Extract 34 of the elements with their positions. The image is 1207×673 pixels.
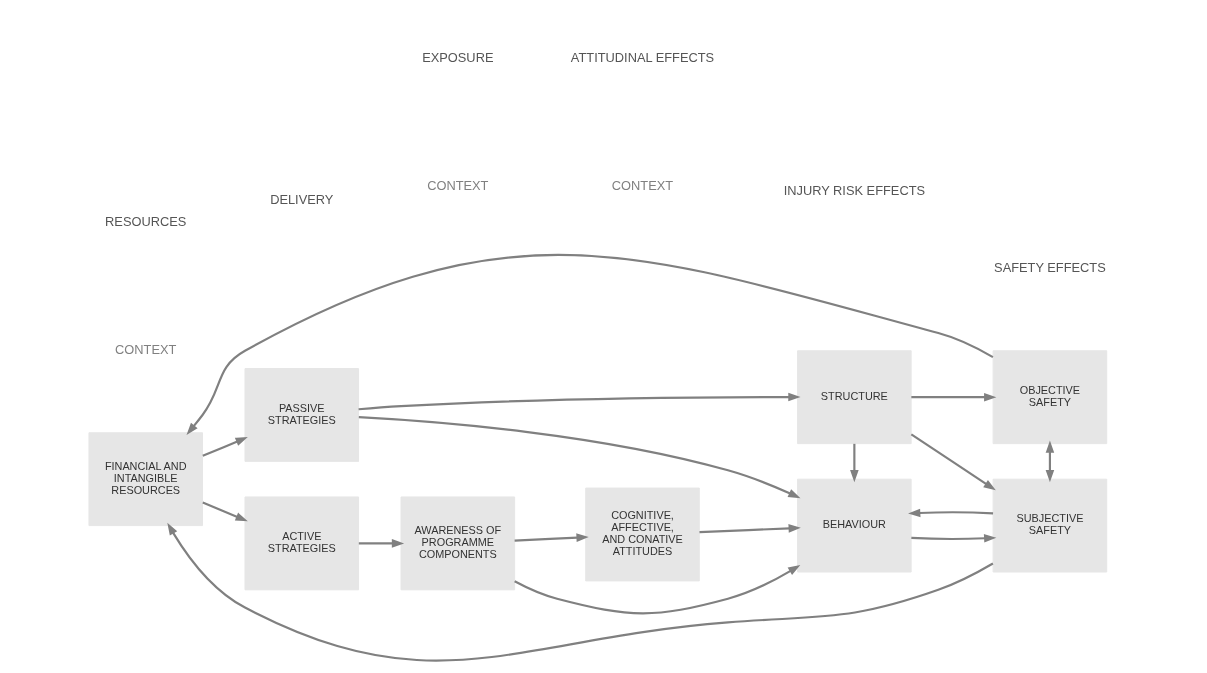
arrow [910, 534, 996, 543]
arrow [910, 392, 996, 402]
label: INJURY RISK EFFECTS [783, 183, 925, 199]
arrow [358, 539, 404, 548]
label: ATTITUDINAL EFFECTS [570, 49, 714, 65]
arrow [849, 443, 859, 483]
arrow [1045, 440, 1054, 483]
arrow [358, 416, 800, 499]
label: CONTEXT [426, 178, 488, 194]
node-box: BEHAVIOUR [796, 478, 912, 573]
node-box: STRUCTURE [796, 350, 912, 445]
node-box: COGNITIVE, AFFECTIVE, AND CONATIVE ATTITUDES [584, 487, 700, 582]
label: SAFETY EFFECTS [993, 260, 1106, 276]
arrow [910, 433, 996, 491]
arrow [186, 254, 993, 435]
label: EXPOSURE [421, 49, 493, 65]
label: RESOURCES [104, 213, 186, 229]
node-box: OBJECTIVE SAFETY [992, 350, 1107, 445]
arrow [201, 437, 248, 457]
arrow [907, 508, 993, 518]
label: CONTEXT [114, 342, 176, 358]
arrow [698, 524, 801, 534]
node-box: FINANCIAL AND INTANGIBLE RESOURCES [87, 432, 203, 527]
node-box: PASSIVE STRATEGIES [244, 368, 359, 462]
arrow [358, 392, 801, 411]
arrow [201, 501, 248, 522]
node-box: AWARENESS OF PROGRAMME COMPONENTS [400, 496, 515, 591]
label: DELIVERY [269, 192, 333, 208]
arrow [514, 533, 589, 542]
node-box: SUBJECTIVE SAFETY [992, 478, 1107, 573]
label: CONTEXT [611, 178, 673, 194]
arrow [166, 522, 993, 662]
arrow [513, 564, 800, 615]
node-box: ACTIVE STRATEGIES [244, 496, 359, 591]
